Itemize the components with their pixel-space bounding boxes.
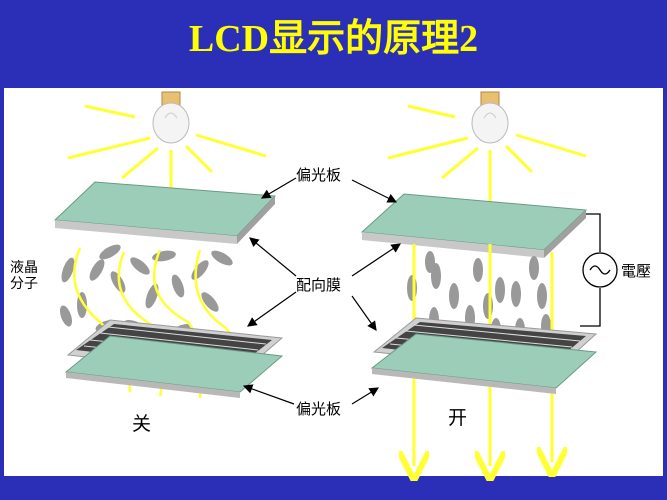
- light-bulb-right-icon: [471, 91, 509, 144]
- light-bulb-left-icon: [152, 91, 190, 144]
- bottom-polarizer-right: [370, 317, 598, 394]
- top-polarizer-left: [53, 181, 277, 244]
- label-polarizer-top: 偏光板: [296, 166, 341, 184]
- label-liquid-crystal-2: 分子: [10, 276, 38, 292]
- label-state-on: 开: [448, 407, 467, 429]
- label-state-off: 关: [132, 413, 151, 435]
- top-polarizer-right: [360, 193, 588, 258]
- label-liquid-crystal-1: 液晶: [10, 260, 38, 276]
- bottom-polarizer-left: [64, 319, 284, 398]
- label-voltage: 電壓: [621, 262, 651, 280]
- label-alignment-film: 配向膜: [296, 276, 341, 294]
- title-bar: [0, 0, 667, 86]
- pointer-arrows: [242, 177, 401, 405]
- label-polarizer-bottom: 偏光板: [296, 400, 341, 418]
- voltage-circuit: [580, 213, 618, 327]
- page-title: LCD显示的原理2: [188, 18, 479, 60]
- bottom-bar: [0, 476, 667, 500]
